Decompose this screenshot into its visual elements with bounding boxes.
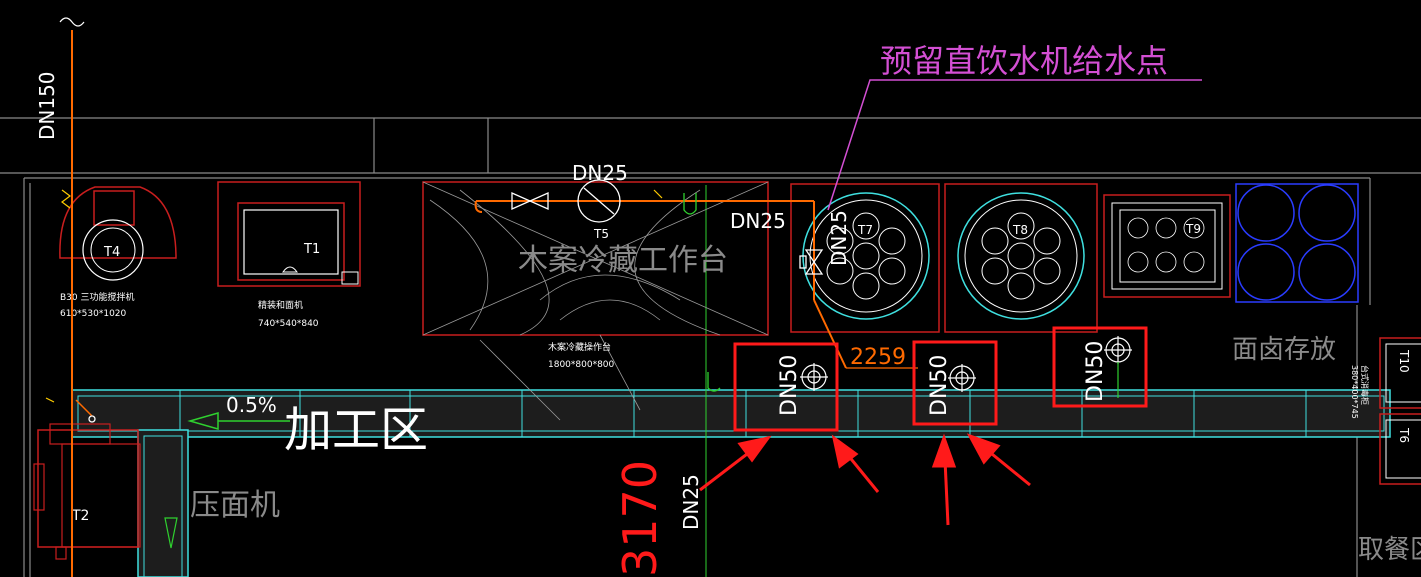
t1-label: T1 xyxy=(303,242,320,257)
dn25-bottom-label: DN25 xyxy=(679,474,703,530)
noodle-machine-size: 740*540*840 xyxy=(258,319,319,329)
dn25-top-label: DN25 xyxy=(572,161,628,185)
dn50-floor-drains xyxy=(800,336,1132,398)
pipe-valve xyxy=(88,179,824,423)
room-outline xyxy=(0,117,1421,577)
noodle-machine-name: 精装和面机 xyxy=(258,299,303,311)
equipment-t2-noodle-press: T2 xyxy=(33,423,141,560)
pickup-area-label: 取餐区 xyxy=(1358,535,1421,565)
equipment-t10-t6: T10 T6 台式消毒柜 380*400*745 xyxy=(1350,337,1421,485)
t7-label: T7 xyxy=(857,223,873,237)
wood-station-size: 1800*800*800 xyxy=(548,360,615,370)
pipe-arrow-marks xyxy=(45,189,663,403)
equipment-t9: T9 xyxy=(1103,194,1231,298)
slope-label: 0.5% xyxy=(226,393,277,417)
dn50-label-b: DN50 xyxy=(927,355,952,416)
equipment-t5-wood-station: T5 木案冷藏工作台 木案冷藏操作台 1800*800*800 xyxy=(422,181,769,421)
wood-station-name: 木案冷藏操作台 xyxy=(548,341,611,353)
dn150-label: DN150 xyxy=(35,71,59,140)
side-note-size: 380*400*745 xyxy=(1350,365,1359,419)
t8-label: T8 xyxy=(1012,223,1028,237)
dim-3170-label: 3170 xyxy=(613,460,667,577)
dn25-mid-label: DN25 xyxy=(730,209,786,233)
dim-2259-label: 2259 xyxy=(850,345,906,370)
t9-label: T9 xyxy=(1185,222,1201,236)
pipe-trap xyxy=(683,193,721,392)
reserved-point-leader xyxy=(827,79,1202,211)
dn50-label-a: DN50 xyxy=(777,355,802,416)
drain-trench xyxy=(71,389,1391,577)
equipment-t8: T8 xyxy=(944,183,1098,333)
t6-label: T6 xyxy=(1397,427,1411,443)
mixer-name: B30 三功能搅拌机 xyxy=(60,291,135,303)
t2-label: T2 xyxy=(71,508,89,524)
t5-label: T5 xyxy=(593,227,609,241)
t10-label: T10 xyxy=(1397,349,1411,373)
blue-storage-unit xyxy=(1235,183,1359,303)
wood-station-label: 木案冷藏工作台 xyxy=(518,243,728,278)
dn50-label-c: DN50 xyxy=(1083,341,1108,402)
noodle-storage-label: 面卤存放 xyxy=(1232,335,1336,365)
dn50-highlight-boxes xyxy=(733,326,1148,432)
equipment-t1-noodle-machine: T1 精装和面机 740*540*840 xyxy=(217,181,361,329)
noodle-press-label: 压面机 xyxy=(190,488,280,523)
t4-label: T4 xyxy=(103,245,120,260)
mixer-size: 610*530*1020 xyxy=(60,309,127,319)
reserved-point-label: 预留直饮水机给水点 xyxy=(880,42,1168,80)
processing-area-label: 加工区 xyxy=(284,402,428,458)
equipment-t4-mixer: T4 B30 三功能搅拌机 610*530*1020 xyxy=(59,186,177,319)
callout-arrows xyxy=(699,433,1031,526)
side-note-name: 台式消毒柜 xyxy=(1360,365,1370,405)
dn25-vertical-label: DN25 xyxy=(827,210,851,266)
